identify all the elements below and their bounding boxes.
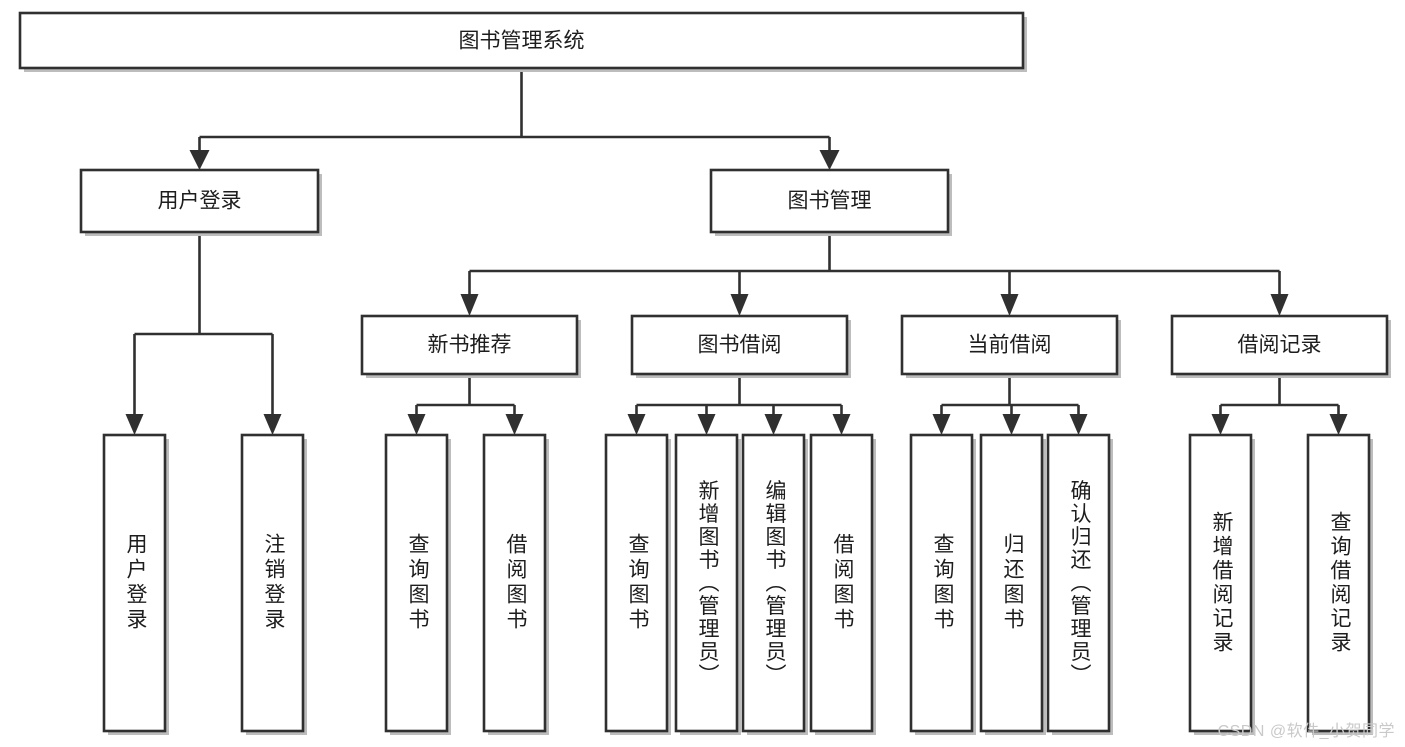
node-box[interactable] bbox=[979, 433, 1044, 733]
node-borrow-record[interactable]: 借阅记录 bbox=[1170, 314, 1391, 378]
arrow-head-icon bbox=[1000, 294, 1019, 316]
leaf-edit-book-admin[interactable]: 编辑图书（管理员） bbox=[741, 433, 808, 735]
node-box[interactable] bbox=[1306, 433, 1371, 733]
leaf-label-user-login: 用户登录 bbox=[124, 533, 148, 633]
leaf-label-query-book-current: 查询图书 bbox=[931, 533, 955, 633]
node-box[interactable] bbox=[102, 433, 167, 733]
leaf-label-edit-book-admin: 编辑图书（管理员） bbox=[763, 480, 787, 687]
leaf-query-book-new[interactable]: 查询图书 bbox=[384, 433, 451, 735]
leaf-borrow-book-new[interactable]: 借阅图书 bbox=[482, 433, 549, 735]
leaf-borrow-book-borrow[interactable]: 借阅图书 bbox=[809, 433, 876, 735]
arrow-head-icon bbox=[460, 294, 479, 316]
arrow-head-icon bbox=[125, 414, 144, 435]
leaf-logout[interactable]: 注销登录 bbox=[240, 433, 307, 735]
edge-group bbox=[125, 68, 1348, 435]
leaf-query-book-current[interactable]: 查询图书 bbox=[909, 433, 976, 735]
node-box[interactable] bbox=[604, 433, 669, 733]
node-label-book-borrow: 图书借阅 bbox=[698, 334, 782, 357]
arrow-head-icon bbox=[189, 150, 210, 170]
arrow-head-icon bbox=[1002, 414, 1021, 435]
node-label-user-login: 用户登录 bbox=[158, 190, 242, 213]
arrow-head-icon bbox=[1270, 294, 1289, 316]
node-box[interactable] bbox=[1170, 314, 1389, 376]
leaf-label-add-borrow-record: 新增借阅记录 bbox=[1210, 511, 1234, 655]
node-box[interactable] bbox=[1188, 433, 1253, 733]
arrow-head-icon bbox=[263, 414, 282, 435]
leaf-user-login[interactable]: 用户登录 bbox=[102, 433, 169, 735]
leaf-label-query-borrow-record: 查询借阅记录 bbox=[1328, 511, 1352, 655]
node-label-book-management: 图书管理 bbox=[788, 190, 872, 213]
leaf-label-logout: 注销登录 bbox=[262, 533, 286, 633]
leaf-label-query-book-new: 查询图书 bbox=[406, 533, 430, 633]
node-book-management[interactable]: 图书管理 bbox=[709, 168, 952, 236]
leaf-label-return-book: 归还图书 bbox=[1001, 533, 1025, 633]
arrow-head-icon bbox=[932, 414, 951, 435]
arrow-head-icon bbox=[730, 294, 749, 316]
node-box[interactable] bbox=[18, 11, 1025, 70]
leaf-label-query-book-borrow: 查询图书 bbox=[626, 533, 650, 633]
node-box[interactable] bbox=[630, 314, 849, 376]
node-label-borrow-record: 借阅记录 bbox=[1238, 334, 1322, 357]
arrow-head-icon bbox=[627, 414, 646, 435]
leaf-add-borrow-record[interactable]: 新增借阅记录 bbox=[1188, 433, 1255, 735]
node-book-borrow[interactable]: 图书借阅 bbox=[630, 314, 851, 378]
leaf-label-borrow-book-borrow: 借阅图书 bbox=[831, 533, 855, 633]
node-box[interactable] bbox=[709, 168, 950, 234]
arrow-head-icon bbox=[407, 414, 426, 435]
arrow-head-icon bbox=[697, 414, 716, 435]
node-root[interactable]: 图书管理系统 bbox=[18, 11, 1027, 72]
node-user-login[interactable]: 用户登录 bbox=[79, 168, 322, 236]
node-box[interactable] bbox=[384, 433, 449, 733]
node-label-root: 图书管理系统 bbox=[459, 30, 585, 53]
arrow-head-icon bbox=[1069, 414, 1088, 435]
node-box[interactable] bbox=[741, 433, 806, 733]
arrow-head-icon bbox=[764, 414, 783, 435]
node-box[interactable] bbox=[900, 314, 1119, 376]
node-label-current-borrow: 当前借阅 bbox=[968, 334, 1052, 357]
arrow-head-icon bbox=[832, 414, 851, 435]
node-box[interactable] bbox=[360, 314, 579, 376]
node-label-new-book-recommend: 新书推荐 bbox=[428, 334, 512, 357]
node-box[interactable] bbox=[674, 433, 739, 733]
leaf-query-borrow-record[interactable]: 查询借阅记录 bbox=[1306, 433, 1373, 735]
node-box[interactable] bbox=[240, 433, 305, 733]
node-current-borrow[interactable]: 当前借阅 bbox=[900, 314, 1121, 378]
arrow-head-icon bbox=[1211, 414, 1230, 435]
node-box[interactable] bbox=[809, 433, 874, 733]
leaf-query-book-borrow[interactable]: 查询图书 bbox=[604, 433, 671, 735]
node-box[interactable] bbox=[909, 433, 974, 733]
arrow-head-icon bbox=[819, 150, 840, 170]
leaf-return-book[interactable]: 归还图书 bbox=[979, 433, 1046, 735]
leaf-add-book-admin[interactable]: 新增图书（管理员） bbox=[674, 433, 741, 735]
arrow-head-icon bbox=[1329, 414, 1348, 435]
arrow-head-icon bbox=[505, 414, 524, 435]
node-new-book-recommend[interactable]: 新书推荐 bbox=[360, 314, 581, 378]
node-box[interactable] bbox=[79, 168, 320, 234]
leaf-label-confirm-return-admin: 确认归还（管理员） bbox=[1068, 480, 1092, 687]
leaf-confirm-return-admin[interactable]: 确认归还（管理员） bbox=[1046, 433, 1113, 735]
leaf-label-borrow-book-new: 借阅图书 bbox=[504, 533, 528, 633]
leaf-label-add-book-admin: 新增图书（管理员） bbox=[696, 480, 720, 687]
node-box[interactable] bbox=[1046, 433, 1111, 733]
node-box[interactable] bbox=[482, 433, 547, 733]
